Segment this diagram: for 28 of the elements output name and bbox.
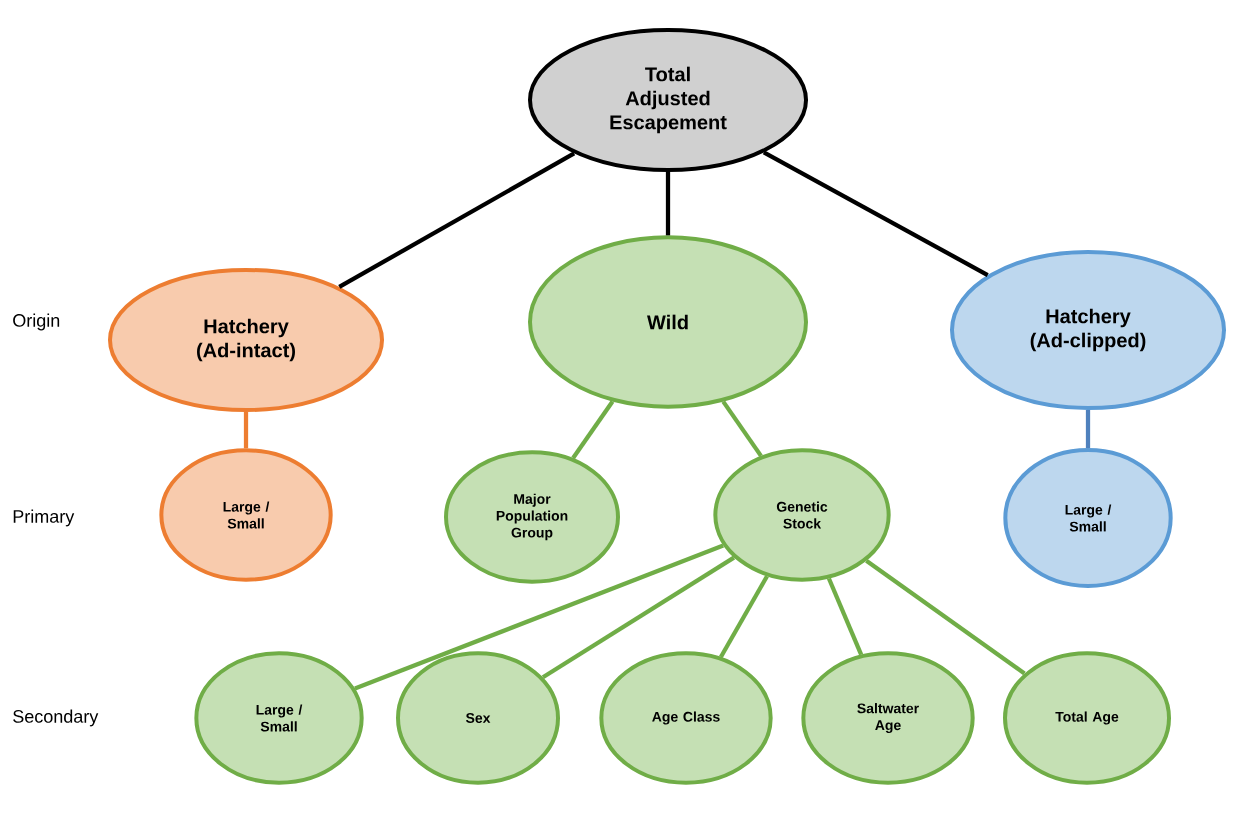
connector-line [338, 151, 576, 289]
ellipse-node: Age Class [599, 651, 773, 785]
ellipse-node: Total Adjusted Escapement [528, 28, 808, 172]
row-label: Origin [13, 313, 60, 331]
ellipse-node: Hatchery (Ad-clipped) [950, 250, 1226, 410]
ellipse-node: Large / Small [194, 651, 364, 785]
ellipse-node: Large / Small [159, 448, 333, 582]
connector-line [571, 400, 615, 460]
ellipse-node: Genetic Stock [713, 448, 891, 582]
ellipse-node: Total Age [1003, 651, 1171, 785]
connector-line [1085, 410, 1091, 448]
ellipse-node: Major Population Group [444, 450, 620, 584]
connector-line [762, 150, 989, 277]
connector-line [541, 555, 736, 680]
connector-line [665, 172, 671, 236]
ellipse-node: Hatchery (Ad-intact) [108, 268, 384, 412]
connector-line [243, 412, 249, 449]
ellipse-node: Large / Small [1003, 448, 1173, 588]
ellipse-node: Saltwater Age [801, 651, 975, 785]
connector-line [865, 559, 1026, 676]
connector-line [719, 575, 769, 659]
ellipse-node: Wild [528, 235, 808, 409]
connector-line [354, 543, 724, 691]
row-label: Secondary [13, 709, 99, 727]
connector-line [826, 577, 864, 656]
row-label: Primary [13, 509, 75, 527]
ellipse-node: Sex [396, 651, 560, 785]
connector-line [721, 400, 763, 458]
